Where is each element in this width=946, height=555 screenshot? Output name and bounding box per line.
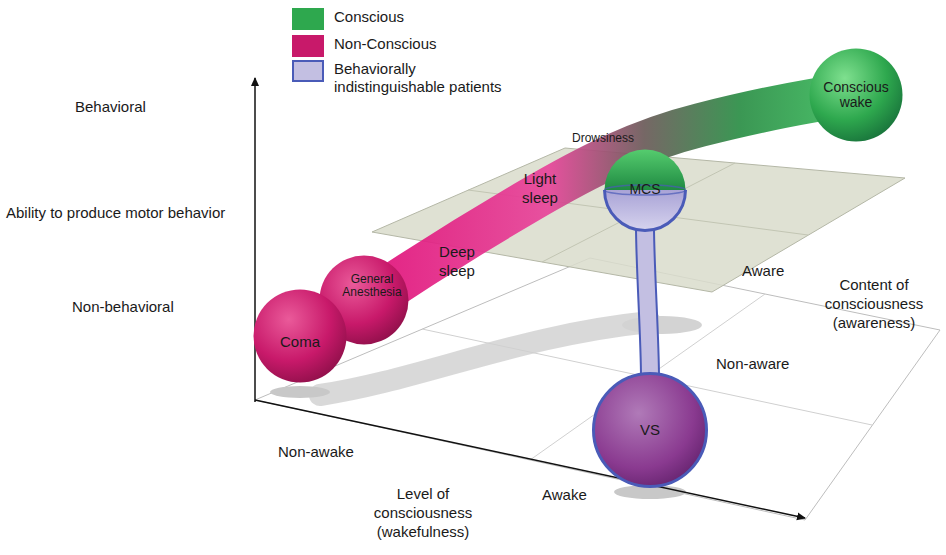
legend-swatch <box>292 60 324 82</box>
legend-swatch <box>292 8 324 30</box>
state-name: MCS <box>629 182 660 197</box>
state-sphere: Conscious wake <box>808 47 904 143</box>
state-sphere: MCS <box>603 148 687 232</box>
axis-title: Level of consciousness (wakefulness) <box>348 485 498 541</box>
state-sphere: Coma <box>252 288 348 384</box>
axis-label: Non-awake <box>278 443 388 462</box>
axis-label: Awake <box>542 486 622 505</box>
axis-title: Content of consciousness (awareness) <box>806 276 942 332</box>
axis-label: Aware <box>742 262 812 281</box>
stage-label: Drowsiness <box>572 131 662 146</box>
state-name: Conscious wake <box>819 80 893 111</box>
stage-label: Light sleep <box>516 170 564 208</box>
stage-label: Deep sleep <box>433 243 481 281</box>
legend-row: Behaviorally indistinguishable patients <box>292 60 512 96</box>
legend-text: Behaviorally indistinguishable patients <box>334 60 512 96</box>
axis-label: Non-aware <box>716 355 816 374</box>
neck-connector <box>645 226 650 378</box>
state-sphere: VS <box>592 372 708 488</box>
state-name: Coma <box>280 334 320 351</box>
axis-label: Behavioral <box>75 98 195 117</box>
legend-row: Non-Conscious <box>292 35 552 57</box>
legend-row: Conscious <box>292 8 552 30</box>
state-name: General Anesthesia <box>336 273 407 299</box>
legend-text: Conscious <box>334 8 404 26</box>
legend-swatch <box>292 35 324 57</box>
axis-label: Non-behavioral <box>72 298 212 317</box>
legend-text: Non-Conscious <box>334 35 437 53</box>
axis-title: Ability to produce motor behavior <box>6 204 246 223</box>
state-name: VS <box>640 422 660 439</box>
